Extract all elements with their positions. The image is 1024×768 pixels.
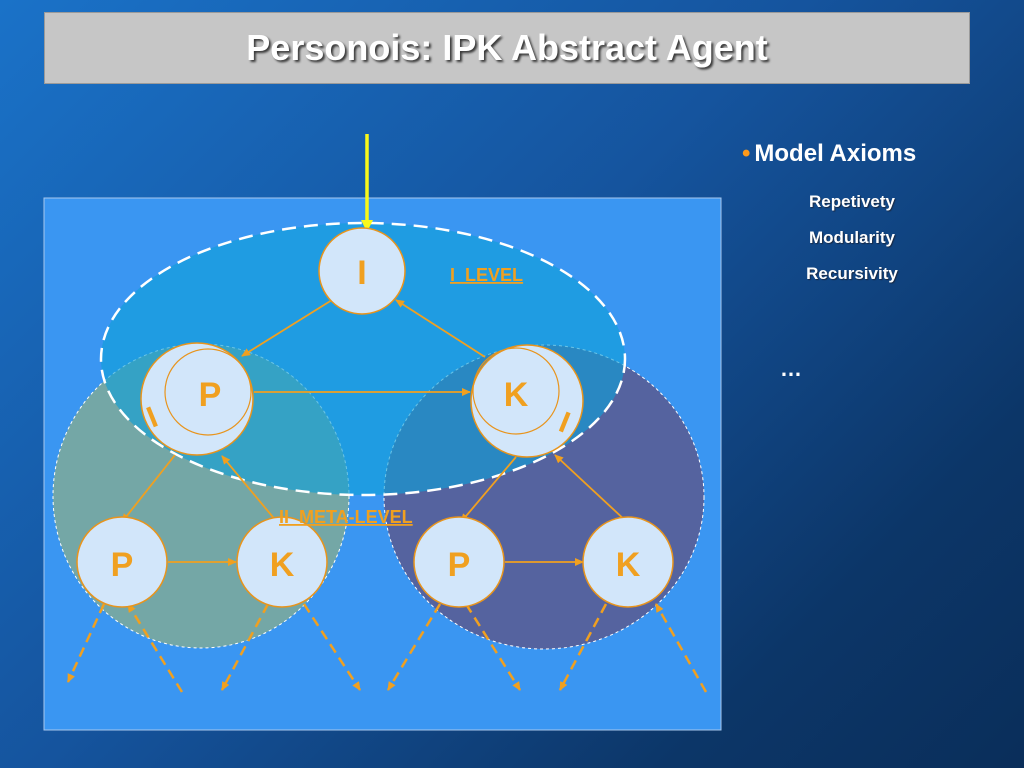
node-bottom-right-k: K: [582, 516, 674, 608]
arrow-p-to-sub-p: [121, 454, 176, 523]
node-mid-k-label: K: [504, 376, 529, 414]
axiom-item: Recursivity: [806, 264, 898, 283]
node-bottom-left-k: K: [236, 516, 328, 608]
arrow-sub-k-to-p: [221, 455, 278, 523]
dashed-out-3: [302, 603, 362, 691]
solid-connectors: [121, 299, 628, 566]
model-axioms-heading: •Model Axioms: [742, 140, 982, 168]
dashed-in-1: [126, 603, 184, 693]
bullet-dot-icon: •: [742, 140, 751, 167]
node-bottom-left-p-label: P: [111, 546, 134, 584]
dashed-out-1: [66, 603, 106, 683]
dashed-connectors: [66, 603, 708, 693]
node-bottom-left-p: P: [76, 516, 168, 608]
dashed-out-2: [220, 603, 270, 691]
axiom-item: Repetivety: [809, 192, 895, 211]
node-mid-p-label: P: [199, 376, 222, 414]
node-mid-k: K: [470, 344, 584, 458]
node-bottom-left-k-label: K: [270, 546, 295, 584]
arrow-k-to-sub-p: [460, 456, 517, 523]
node-top-i: I: [318, 227, 406, 315]
arrow-sub-k-to-k: [554, 454, 628, 523]
dashed-out-6: [558, 603, 608, 691]
node-mid-p: P: [140, 342, 254, 456]
axiom-item: Modularity: [809, 228, 895, 247]
model-axioms-heading-text: Model Axioms: [754, 140, 917, 167]
model-axioms-block: •Model Axioms Repetivety Modularity Recu…: [742, 140, 982, 283]
title-bar: Personois: IPK Abstract Agent: [44, 12, 970, 84]
arrow-i-to-p: [241, 299, 333, 357]
ellipsis-text: …: [780, 356, 802, 381]
arrow-k-to-i: [395, 299, 486, 358]
node-bottom-right-p-label: P: [448, 546, 471, 584]
i-level-label: I_LEVEL: [450, 265, 523, 285]
slide-title: Personois: IPK Abstract Agent: [246, 27, 768, 68]
meta-level-label: II_META-LEVEL: [279, 507, 413, 527]
node-bottom-right-p: P: [413, 516, 505, 608]
node-bottom-right-k-label: K: [616, 546, 641, 584]
axiom-list: Repetivety Modularity Recursivity: [772, 190, 932, 298]
dashed-out-5: [464, 603, 522, 691]
dashed-out-4: [386, 603, 442, 691]
dashed-in-2: [654, 603, 708, 693]
node-top-i-label: I: [357, 254, 366, 292]
